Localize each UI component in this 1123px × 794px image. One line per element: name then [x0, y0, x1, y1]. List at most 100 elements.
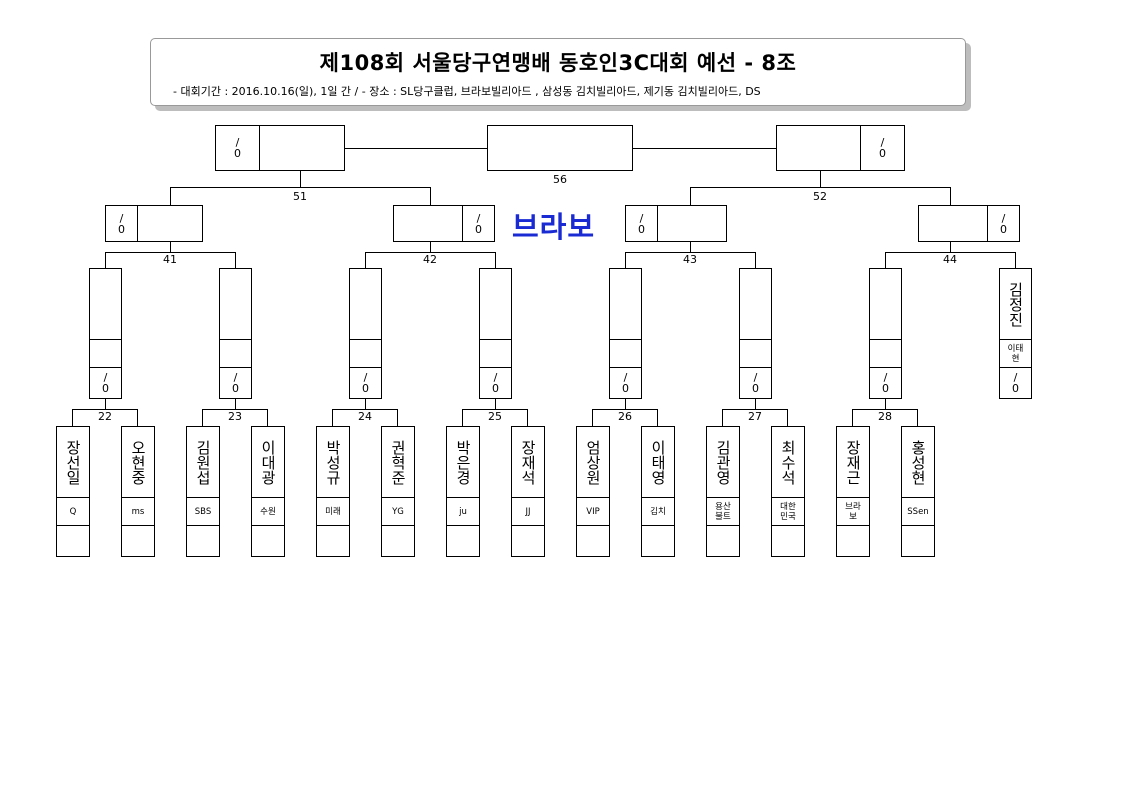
- divider: [870, 339, 901, 340]
- bracket-line: [787, 409, 788, 426]
- divider: [707, 497, 739, 498]
- bracket-line: [950, 241, 951, 252]
- score-separator: /: [623, 371, 628, 384]
- divider: [480, 339, 511, 340]
- bracket-line: [72, 409, 73, 426]
- match-number: 28: [878, 410, 892, 423]
- player-name: 김정진: [1006, 281, 1025, 327]
- quarter-final-slot: / 0: [105, 205, 203, 242]
- divider: [317, 497, 349, 498]
- divider: [512, 525, 544, 526]
- divider: [1000, 339, 1031, 340]
- divider: [122, 525, 154, 526]
- score-value: 0: [475, 222, 482, 236]
- score-separator: /: [1013, 371, 1018, 384]
- score-cell: / 0: [987, 206, 1019, 241]
- player-club: 이태 현: [1007, 343, 1024, 364]
- bracket-line: [170, 241, 171, 252]
- match-number: 41: [163, 253, 177, 266]
- score-separator: /: [235, 136, 240, 149]
- player-name: 권혁준: [389, 439, 407, 485]
- player-club: ju: [459, 506, 467, 517]
- bracket-line: [137, 409, 138, 426]
- bracket-line: [72, 409, 138, 410]
- bracket-line: [625, 398, 626, 409]
- score-value: 0: [234, 147, 241, 160]
- bracket-line: [820, 170, 821, 187]
- score-separator: /: [363, 371, 368, 384]
- divider: [90, 339, 121, 340]
- bracket-line: [332, 409, 398, 410]
- bracket-line: [105, 252, 106, 268]
- match-number: 42: [423, 253, 437, 266]
- player-name: 이대광: [259, 439, 277, 485]
- player-slot: 이대광 수원: [251, 426, 285, 557]
- bracket-line: [344, 148, 488, 149]
- player-club: JJ: [525, 506, 531, 517]
- bracket-line: [105, 398, 106, 409]
- player-name: 장재근: [844, 439, 862, 485]
- divider: [1000, 367, 1031, 368]
- bracket-line: [300, 170, 301, 187]
- player-slot: 엄상원 VIP: [576, 426, 610, 557]
- bracket-line: [365, 398, 366, 409]
- player-club: 수원: [260, 506, 276, 517]
- bracket-line: [755, 252, 756, 268]
- divider: [252, 525, 284, 526]
- bracket-line: [852, 409, 918, 410]
- score-value: 0: [622, 382, 629, 395]
- bracket-line: [235, 398, 236, 409]
- player-name: 김관영: [714, 439, 732, 485]
- score-cell: / 0: [740, 368, 771, 398]
- divider: [740, 367, 771, 368]
- divider: [772, 497, 804, 498]
- score-value: 0: [882, 382, 889, 395]
- bracket-line: [527, 409, 528, 426]
- match-number: 26: [618, 410, 632, 423]
- bracket-line: [917, 409, 918, 426]
- divider: [57, 525, 89, 526]
- bracket-line: [462, 409, 463, 426]
- divider: [187, 525, 219, 526]
- divider: [837, 497, 869, 498]
- round2-slot: / 0: [869, 268, 902, 399]
- score-cell: / 0: [860, 126, 904, 170]
- score-value: 0: [752, 382, 759, 395]
- match-number: 23: [228, 410, 242, 423]
- score-cell: / 0: [1000, 368, 1031, 398]
- bracket-line: [332, 409, 333, 426]
- match-number: 24: [358, 410, 372, 423]
- bracket-line: [722, 409, 723, 426]
- bracket-line: [170, 187, 431, 188]
- divider: [90, 367, 121, 368]
- score-cell: / 0: [870, 368, 901, 398]
- divider: [772, 525, 804, 526]
- divider: [252, 497, 284, 498]
- title-box: 제108회 서울당구연맹배 동호인3C대회 예선 - 8조 - 대회기간 : 2…: [150, 38, 966, 106]
- divider: [610, 339, 641, 340]
- player-slot: 장재근 브라 보: [836, 426, 870, 557]
- divider: [220, 339, 251, 340]
- bracket-line: [950, 187, 951, 206]
- match-number: 44: [943, 253, 957, 266]
- match-number: 27: [748, 410, 762, 423]
- bracket-line: [690, 187, 951, 188]
- player-club: VIP: [586, 506, 600, 517]
- seeded-player-slot: 김정진 이태 현 / 0: [999, 268, 1032, 399]
- player-club: 용산 불트: [715, 501, 731, 522]
- score-separator: /: [639, 211, 644, 225]
- bracket-line: [202, 409, 268, 410]
- score-cell: / 0: [106, 206, 138, 241]
- bracket-line: [430, 241, 431, 252]
- player-club: SBS: [194, 506, 212, 517]
- divider: [642, 497, 674, 498]
- player-slot: 홍성현 SSen: [901, 426, 935, 557]
- divider: [837, 525, 869, 526]
- bracket-line: [690, 187, 691, 206]
- bracket-line: [885, 252, 1016, 253]
- divider: [707, 525, 739, 526]
- quarter-final-slot: / 0: [393, 205, 495, 242]
- bracket-line: [397, 409, 398, 426]
- bracket-line: [657, 409, 658, 426]
- final-slot: [487, 125, 633, 171]
